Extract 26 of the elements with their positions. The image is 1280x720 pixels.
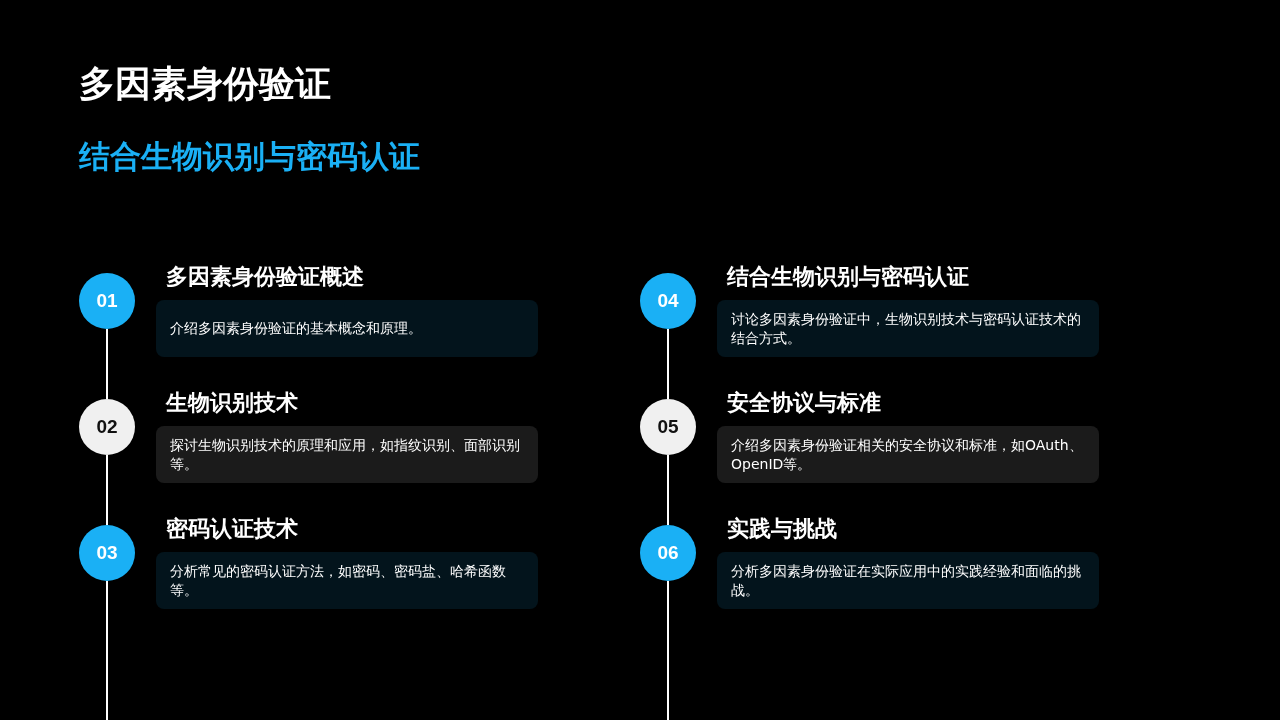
step-number-circle: 04 [640,273,696,329]
subtitle: 结合生物识别与密码认证 [79,137,420,176]
page-title: 多因素身份验证 [79,62,331,106]
step-heading: 多因素身份验证概述 [166,263,364,291]
description-card: 分析常见的密码认证方法，如密码、密码盐、哈希函数等。 [156,552,538,609]
description-card: 分析多因素身份验证在实际应用中的实践经验和面临的挑战。 [717,552,1099,609]
step-number-circle: 02 [79,399,135,455]
timeline-line [106,454,108,526]
timeline-line [106,580,108,720]
step-heading: 安全协议与标准 [727,389,881,417]
step-heading: 生物识别技术 [166,389,298,417]
step-number-circle: 06 [640,525,696,581]
step-number-circle: 05 [640,399,696,455]
step-number-circle: 03 [79,525,135,581]
step-heading: 实践与挑战 [727,515,837,543]
description-card: 讨论多因素身份验证中，生物识别技术与密码认证技术的结合方式。 [717,300,1099,357]
step-heading: 结合生物识别与密码认证 [727,263,969,291]
description-card: 探讨生物识别技术的原理和应用，如指纹识别、面部识别等。 [156,426,538,483]
step-heading: 密码认证技术 [166,515,298,543]
timeline-line [667,580,669,720]
timeline-line [667,328,669,400]
timeline-line [106,328,108,400]
step-number-circle: 01 [79,273,135,329]
description-card: 介绍多因素身份验证的基本概念和原理。 [156,300,538,357]
description-card: 介绍多因素身份验证相关的安全协议和标准，如OAuth、OpenID等。 [717,426,1099,483]
timeline-line [667,454,669,526]
